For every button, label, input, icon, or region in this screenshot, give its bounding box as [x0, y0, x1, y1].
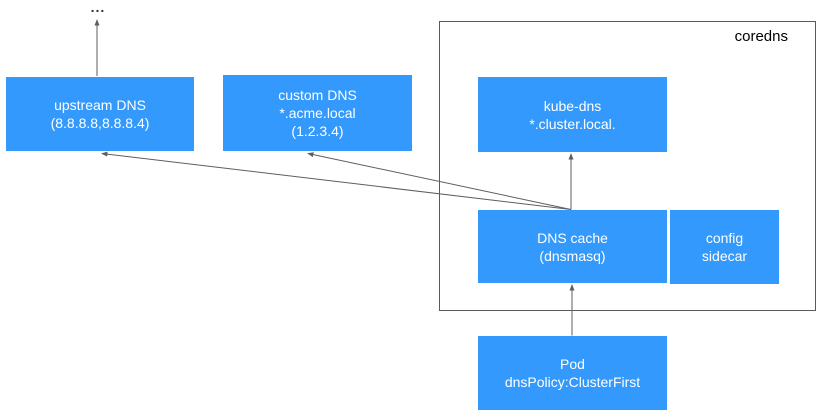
- coredns-container: coredns: [439, 21, 816, 311]
- node-config-sidecar: config sidecar: [670, 210, 779, 284]
- node-dns-cache: DNS cache (dnsmasq): [478, 210, 667, 283]
- arrow-dns-cache-to-upstream-dns: [101, 151, 572, 210]
- node-kube-dns-line-1: kube-dns: [543, 97, 602, 114]
- node-kube-dns-line-2: *.cluster.local.: [529, 115, 616, 132]
- arrow-dns-cache-to-custom-dns: [307, 152, 572, 210]
- node-pod-line-1: Pod: [560, 356, 585, 372]
- node-dns-cache-line-1: DNS cache: [537, 229, 608, 246]
- coredns-container-label: coredns: [734, 28, 788, 45]
- node-custom-dns: custom DNS *.acme.local (1.2.3.4): [223, 75, 412, 151]
- node-pod: Pod dnsPolicy:ClusterFirst: [478, 336, 667, 410]
- node-custom-dns-line-1: custom DNS: [278, 87, 357, 103]
- node-upstream-dns-line-2: (8.8.8.8,8.8.8.4): [50, 115, 150, 131]
- ellipsis-label: ...: [90, 0, 106, 15]
- node-custom-dns-line-2: *.acme.local: [279, 105, 356, 121]
- node-upstream-dns-line-1: upstream DNS: [54, 97, 146, 113]
- node-pod-line-2: dnsPolicy:ClusterFirst: [504, 374, 641, 390]
- node-config-sidecar-line-2: sidecar: [701, 248, 748, 264]
- node-config-sidecar-line-1: config: [705, 230, 744, 246]
- node-custom-dns-line-3: (1.2.3.4): [291, 123, 344, 139]
- node-dns-cache-line-2: (dnsmasq): [539, 247, 606, 264]
- node-kube-dns: kube-dns *.cluster.local.: [478, 77, 667, 152]
- node-upstream-dns: upstream DNS (8.8.8.8,8.8.8.4): [6, 77, 194, 151]
